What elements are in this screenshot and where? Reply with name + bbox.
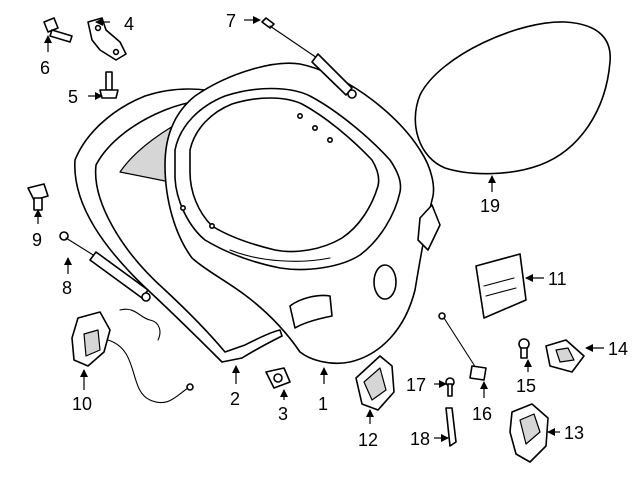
callout-8: 8 [62, 278, 72, 298]
callout-12: 12 [358, 430, 378, 450]
callout-6: 6 [40, 58, 50, 78]
callout-11: 11 [548, 269, 567, 289]
callout-9: 9 [32, 230, 42, 250]
callout-3: 3 [278, 404, 288, 424]
connecting-rod [445, 407, 457, 447]
liftgate-strut-lower [59, 231, 151, 302]
callout-2: 2 [230, 389, 240, 409]
rear-window-glass [414, 21, 611, 175]
lock-cylinder [509, 403, 549, 463]
callout-10: 10 [72, 394, 92, 414]
screw [445, 377, 455, 397]
rearview-camera [545, 339, 585, 373]
lock-actuator [355, 355, 395, 411]
liftgate-latch [71, 308, 194, 404]
callout-15: 15 [516, 376, 536, 396]
callout-16: 16 [472, 404, 492, 424]
bumper-stop [27, 183, 49, 211]
control-module [475, 253, 527, 319]
callout-13: 13 [564, 423, 584, 443]
callout-5: 5 [68, 87, 78, 107]
liftgate-strut-upper [261, 17, 357, 99]
stud-bolt [99, 71, 119, 99]
callout-4: 4 [124, 14, 134, 34]
callout-1: 1 [318, 394, 328, 414]
liftgate-hinge [87, 17, 127, 61]
callout-leaders [34, 16, 604, 442]
callout-7: 7 [226, 11, 236, 31]
release-switch [438, 312, 487, 381]
callout-19: 19 [480, 196, 500, 216]
callout-18: 18 [410, 429, 430, 449]
push-clip [265, 367, 291, 389]
liftgate-panel [119, 62, 441, 365]
callout-labels: 1 2 3 4 5 6 7 8 9 10 11 12 13 14 15 16 1… [32, 11, 628, 450]
mounting-bolt [518, 338, 530, 359]
callout-17: 17 [406, 375, 426, 395]
hinge-bolt [43, 17, 73, 43]
callout-14: 14 [608, 339, 628, 359]
